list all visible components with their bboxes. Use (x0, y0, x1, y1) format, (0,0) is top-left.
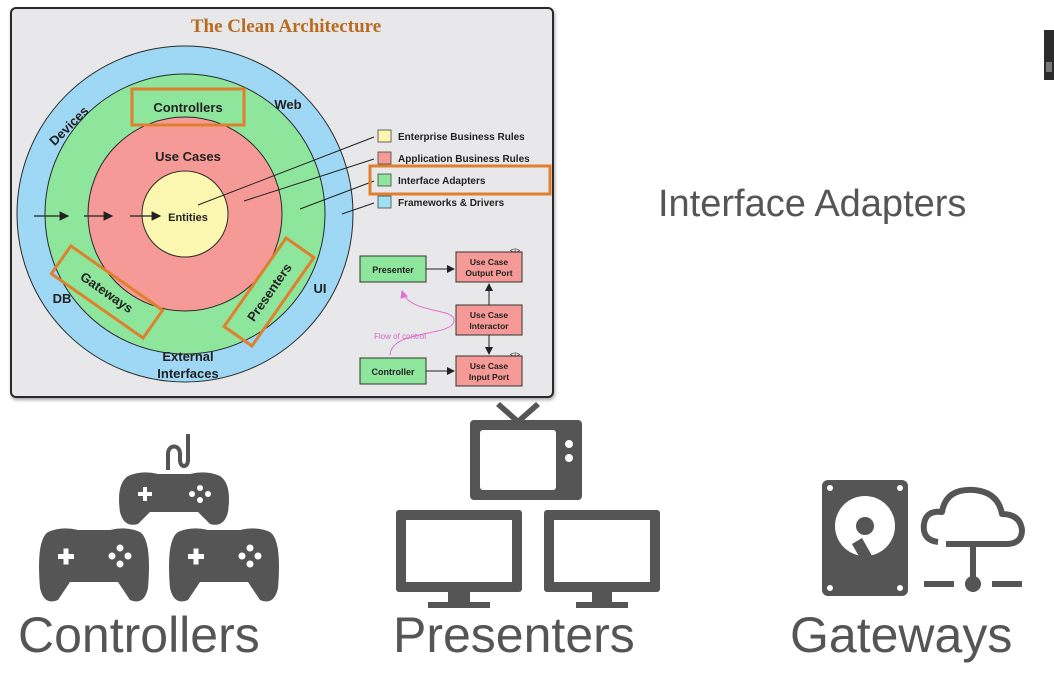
label-controllers: Controllers (153, 100, 222, 115)
label-gateways-big: Gateways (790, 607, 1013, 663)
legend-line-1 (197, 136, 375, 206)
legend-application: Application Business Rules (398, 154, 530, 165)
legend-line-3 (299, 180, 375, 210)
ring-entities (141, 170, 229, 258)
legend-swatch-application (377, 151, 392, 165)
slide-title: Interface Adapters (658, 183, 967, 225)
flow-interactor-1: Use Case (470, 310, 509, 320)
legend-line-4 (341, 202, 375, 215)
label-presenters-big: Presenters (393, 607, 635, 663)
legend-line-2 (243, 158, 375, 202)
flow-output-port-2: Output Port (465, 268, 512, 278)
label-web: Web (274, 97, 301, 112)
flow-output-port-box (455, 251, 523, 283)
storage-network-icon (822, 480, 1025, 596)
legend-enterprise: Enterprise Business Rules (398, 132, 525, 143)
gamepads-icon (39, 434, 279, 602)
label-entities: Entities (168, 212, 208, 224)
flow-input-port-box (455, 355, 523, 387)
label-external-2: Interfaces (157, 366, 218, 381)
flow-of-control-curve (389, 290, 455, 356)
label-controllers-big: Controllers (18, 607, 260, 663)
flow-output-stereotype: <I> (510, 248, 520, 255)
legend-swatch-adapters (377, 173, 392, 187)
label-use-cases: Use Cases (155, 149, 221, 164)
flow-controller-box (359, 357, 427, 385)
flow-presenter: Presenter (372, 265, 414, 275)
flow-controller: Controller (371, 367, 414, 377)
label-external-1: External (162, 349, 213, 364)
flow-interactor-2: Interactor (469, 321, 509, 331)
legend-adapters: Interface Adapters (398, 176, 486, 187)
legend-swatch-enterprise (377, 129, 392, 143)
flow-input-stereotype: <I> (510, 352, 520, 359)
diagram-svg: The Clean Architecture Devices Web DB UI… (16, 16, 552, 387)
flow-of-control-label: Flow of control (374, 332, 426, 341)
legend-frameworks: Frameworks & Drivers (398, 198, 505, 209)
flow-input-port-2: Input Port (469, 372, 509, 382)
flow-output-port-1: Use Case (470, 257, 509, 267)
highlight-controllers (130, 87, 246, 127)
flow-presenter-box (359, 255, 427, 283)
legend-swatch-frameworks (377, 195, 392, 209)
displays-icon (396, 402, 660, 608)
flow-input-port-1: Use Case (470, 361, 509, 371)
webcam-thumbnail (1044, 30, 1054, 80)
clean-architecture-diagram: The Clean Architecture Devices Web DB UI… (10, 7, 554, 398)
label-db: DB (53, 291, 72, 306)
label-ui: UI (314, 281, 327, 296)
diagram-title: The Clean Architecture (191, 16, 381, 37)
highlight-legend-adapters (368, 164, 552, 196)
